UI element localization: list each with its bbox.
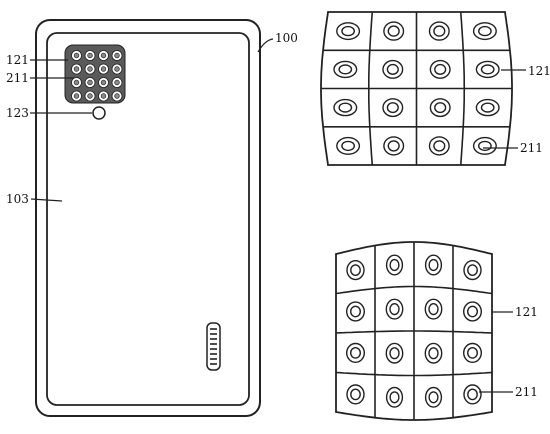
lens-inner-ring xyxy=(434,63,447,75)
phone-lens-inner xyxy=(114,93,120,99)
phone-lens-inner xyxy=(73,93,80,99)
array-row-divider xyxy=(335,330,493,334)
lens-inner-ring xyxy=(480,102,495,113)
phone-lens-inner xyxy=(114,66,120,72)
speaker-grille xyxy=(206,322,221,371)
lens-inner-ring xyxy=(428,303,439,316)
lens-inner-ring xyxy=(389,303,400,316)
lens-inner-ring xyxy=(477,25,492,37)
phone-lens-inner xyxy=(73,52,80,59)
lens-inner-ring xyxy=(386,63,399,75)
leader-100 xyxy=(257,38,274,53)
lens-inner-ring xyxy=(350,264,361,276)
phone-back-view xyxy=(35,19,261,417)
phone-back-cover xyxy=(46,32,250,406)
phone-lens-inner xyxy=(100,66,107,72)
phone-lens-inner xyxy=(100,93,107,99)
lens-inner-ring xyxy=(387,25,400,37)
lens-inner-ring xyxy=(341,140,355,152)
lens-array-convex xyxy=(320,11,513,166)
leader-103 xyxy=(30,198,63,202)
lens-inner-ring xyxy=(350,388,361,401)
array-row-divider xyxy=(335,285,493,295)
ref-label-121-top: 121 xyxy=(528,64,550,78)
phone-outer-body xyxy=(35,19,261,417)
ref-label-211-phone: 211 xyxy=(6,71,29,85)
ref-label-103: 103 xyxy=(6,192,29,206)
lens-inner-ring xyxy=(338,64,353,75)
phone-lens-inner xyxy=(114,52,120,59)
lens-inner-ring xyxy=(428,258,439,272)
lens-inner-ring xyxy=(389,347,400,360)
lens-inner-ring xyxy=(338,102,353,113)
ref-label-121-phone: 121 xyxy=(6,53,29,67)
lens-inner-ring xyxy=(350,305,362,318)
phone-lens-inner xyxy=(73,66,80,72)
phone-lens-grid xyxy=(71,50,123,102)
ref-label-100: 100 xyxy=(275,31,298,45)
lens-inner-ring xyxy=(467,346,479,359)
speaker-slots xyxy=(210,328,217,365)
phone-lens-inner xyxy=(114,79,120,86)
lens-inner-ring xyxy=(428,391,439,404)
ref-label-211-top: 211 xyxy=(520,141,543,155)
phone-lens-inner xyxy=(87,66,93,72)
phone-lens-inner xyxy=(87,52,93,59)
lens-inner-ring xyxy=(387,140,400,152)
phone-lens-inner xyxy=(87,79,93,86)
lens-inner-ring xyxy=(480,64,495,75)
lens-inner-ring xyxy=(428,347,439,360)
lens-array-curved xyxy=(335,241,493,421)
phone-lens-inner xyxy=(87,93,93,99)
phone-lens-inner xyxy=(73,79,80,86)
lens-inner-ring xyxy=(467,388,478,401)
lens-inner-ring xyxy=(477,140,492,152)
array-row-divider xyxy=(335,371,493,377)
flash-icon xyxy=(92,106,106,120)
lens-inner-ring xyxy=(433,140,446,152)
lens-inner-ring xyxy=(467,264,478,276)
ref-label-211-bottom: 211 xyxy=(515,385,538,399)
lens-inner-ring xyxy=(389,258,400,272)
lens-inner-ring xyxy=(389,391,400,404)
lens-inner-ring xyxy=(433,25,446,37)
phone-lens-inner xyxy=(100,52,107,59)
lens-inner-ring xyxy=(434,102,447,114)
lens-inner-ring xyxy=(341,25,355,37)
ref-label-123: 123 xyxy=(6,106,29,120)
lens-inner-ring xyxy=(386,102,399,114)
phone-lens-inner xyxy=(100,79,107,86)
ref-label-121-bottom: 121 xyxy=(515,305,538,319)
lens-inner-ring xyxy=(350,346,362,359)
lens-inner-ring xyxy=(467,305,479,318)
